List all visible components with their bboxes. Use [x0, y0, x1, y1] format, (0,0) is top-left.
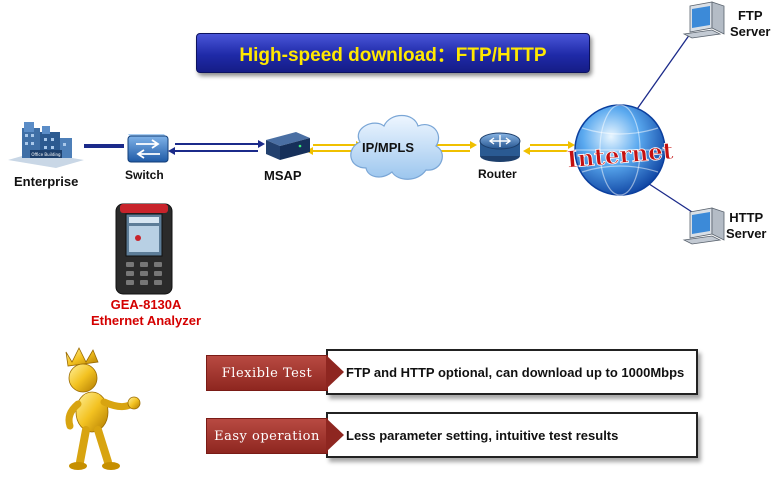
feature-text: FTP and HTTP optional, can download up t…	[346, 364, 685, 380]
internet-globe-icon: Internet	[565, 104, 675, 196]
feature-tag-label: Flexible Test	[221, 365, 313, 381]
ip-mpls-label: IP/MPLS	[362, 140, 415, 155]
feature-tag-easy-operation: Easy operation	[206, 418, 328, 454]
ftp-server-icon	[682, 1, 725, 39]
ftp-server-label-line2: Server	[730, 24, 771, 39]
title-banner: High-speed download：FTP/HTTP	[196, 33, 590, 73]
enterprise-label: Enterprise	[14, 174, 79, 189]
office-sign-text: Office Building	[31, 152, 61, 157]
device-name-label: Ethernet Analyzer	[90, 313, 202, 328]
office-building-icon: Office Building	[8, 122, 84, 168]
router-internet-link	[523, 141, 575, 155]
feature-tag-flexible-test: Flexible Test	[206, 355, 328, 391]
ethernet-analyzer-device-icon	[115, 203, 173, 295]
switch-label: Switch	[125, 168, 164, 182]
msap-label: MSAP	[264, 168, 302, 183]
golden-king-mascot-icon	[65, 347, 141, 470]
ftp-server-label: FTP Server	[730, 8, 770, 40]
device-caption: GEA-8130A Ethernet Analyzer	[86, 297, 206, 329]
router-icon	[479, 132, 521, 162]
feature-tag-label: Easy operation	[214, 428, 320, 444]
http-server-icon	[682, 207, 725, 245]
internet-ftp-link	[634, 33, 691, 113]
feature-description-easy-operation: Less parameter setting, intuitive test r…	[326, 412, 698, 458]
feature-description-flexible-test: FTP and HTTP optional, can download up t…	[326, 349, 698, 395]
http-server-label-line1: HTTP	[729, 210, 764, 225]
ftp-server-label-line1: FTP	[737, 8, 763, 23]
device-model-label: GEA-8130A	[110, 297, 182, 312]
ip-mpls-cloud-icon	[350, 114, 443, 180]
feature-text: Less parameter setting, intuitive test r…	[346, 427, 619, 443]
router-label: Router	[478, 167, 517, 181]
msap-device-icon	[266, 132, 310, 160]
switch-msap-link	[168, 140, 265, 155]
http-server-label: HTTP Server	[726, 210, 766, 242]
switch-icon	[127, 134, 169, 163]
http-server-label-line2: Server	[726, 226, 767, 241]
page-title: High-speed download：FTP/HTTP	[239, 44, 547, 66]
